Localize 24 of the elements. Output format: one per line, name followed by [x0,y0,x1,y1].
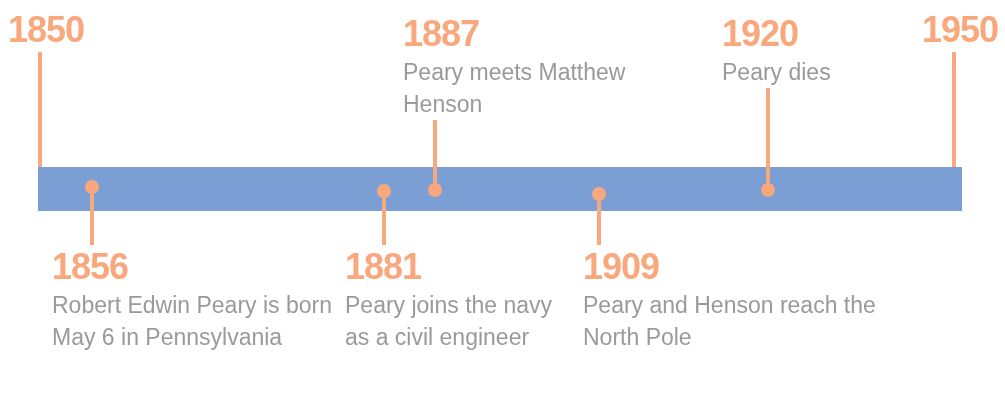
event-description: Peary meets Matthew Henson [403,58,627,119]
year-label: 1950 [922,8,1000,52]
connector-line [38,52,42,167]
event-dot [428,183,442,197]
event-dot [377,184,391,198]
event-description: Peary and Henson reach the North Pole [583,291,877,352]
year-label: 1881 [345,245,423,289]
connector-line [433,120,437,183]
connector-line [382,198,386,245]
event-dot [761,183,775,197]
connector-line [766,88,770,183]
event-description: Peary dies [722,58,832,87]
event-description: Peary joins the navy as a civil engineer [345,291,554,352]
event-dot [592,187,606,201]
year-label: 1850 [8,8,86,52]
connector-line [952,52,956,167]
timeline-bar [38,167,962,211]
event-description: Robert Edwin Peary is born May 6 in Pennsylvania [52,291,333,352]
year-label: 1909 [583,245,661,289]
connector-line [597,201,601,245]
year-label: 1887 [403,12,481,56]
event-dot [85,180,99,194]
year-label: 1856 [52,245,130,289]
connector-line [90,194,94,245]
